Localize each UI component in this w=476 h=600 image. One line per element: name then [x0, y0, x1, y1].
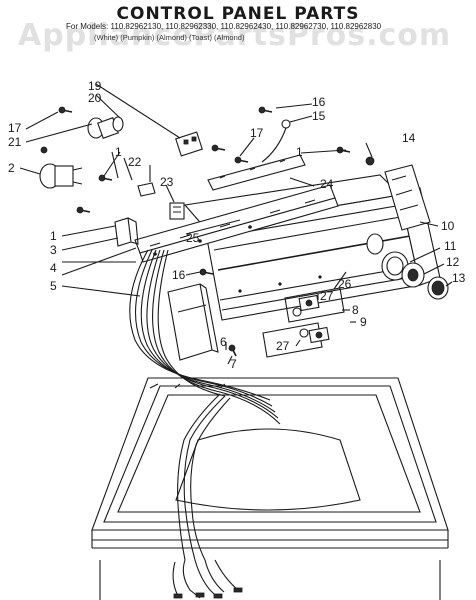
watermark: AppliancePartsPros.com — [18, 18, 452, 53]
callout-14: 14 — [402, 131, 416, 145]
callout-2: 2 — [8, 161, 15, 175]
callout-26: 26 — [338, 277, 352, 291]
callout-15: 15 — [312, 109, 326, 123]
models-line: For Models: 110.82962130, 110.82962330, … — [66, 22, 382, 31]
callout-12: 12 — [446, 255, 460, 269]
callout-10: 10 — [441, 219, 455, 233]
leader-lines — [19, 83, 453, 365]
callout-19: 19 — [88, 79, 102, 93]
callout-8: 8 — [352, 303, 359, 317]
callout-16b: 16 — [172, 268, 186, 282]
callout-4: 4 — [50, 261, 57, 275]
washer-top — [91, 377, 449, 600]
callout-1b: 1 — [296, 145, 303, 159]
callout-20: 20 — [88, 91, 102, 105]
callout-11: 11 — [444, 239, 457, 253]
callout-numbers: 19 20 17 21 2 1 22 23 16 15 17 1 14 24 2… — [8, 79, 466, 371]
callout-17a: 17 — [8, 121, 22, 135]
callout-9: 9 — [360, 315, 367, 329]
callout-27b: 27 — [276, 339, 290, 353]
lower-harness-wires — [172, 559, 243, 599]
callout-7: 7 — [230, 357, 237, 371]
rear-rail — [134, 184, 339, 263]
callout-3: 3 — [50, 243, 57, 257]
end-bracket — [365, 156, 431, 231]
wire-harness — [129, 249, 281, 561]
callout-6: 6 — [220, 335, 227, 349]
callout-22: 22 — [128, 155, 142, 169]
knob-assembly — [381, 251, 449, 300]
colors-line: (White) (Pumpkin) (Almond) (Toast) (Almo… — [94, 33, 245, 42]
callout-27a: 27 — [320, 289, 334, 303]
page-title: CONTROL PANEL PARTS — [116, 4, 360, 24]
callout-16a: 16 — [312, 95, 326, 109]
callout-13: 13 — [452, 271, 466, 285]
switch-assembly — [262, 287, 345, 358]
callout-25: 25 — [186, 231, 200, 245]
callout-5: 5 — [50, 279, 57, 293]
callout-17b: 17 — [250, 126, 264, 140]
timer-mount — [167, 283, 219, 361]
top-bracket — [207, 154, 306, 191]
callout-21: 21 — [8, 135, 22, 149]
callout-24: 24 — [320, 177, 334, 191]
callout-23: 23 — [160, 175, 174, 189]
callout-1c: 1 — [50, 229, 57, 243]
left-components — [39, 106, 351, 357]
callout-1a: 1 — [115, 145, 122, 159]
